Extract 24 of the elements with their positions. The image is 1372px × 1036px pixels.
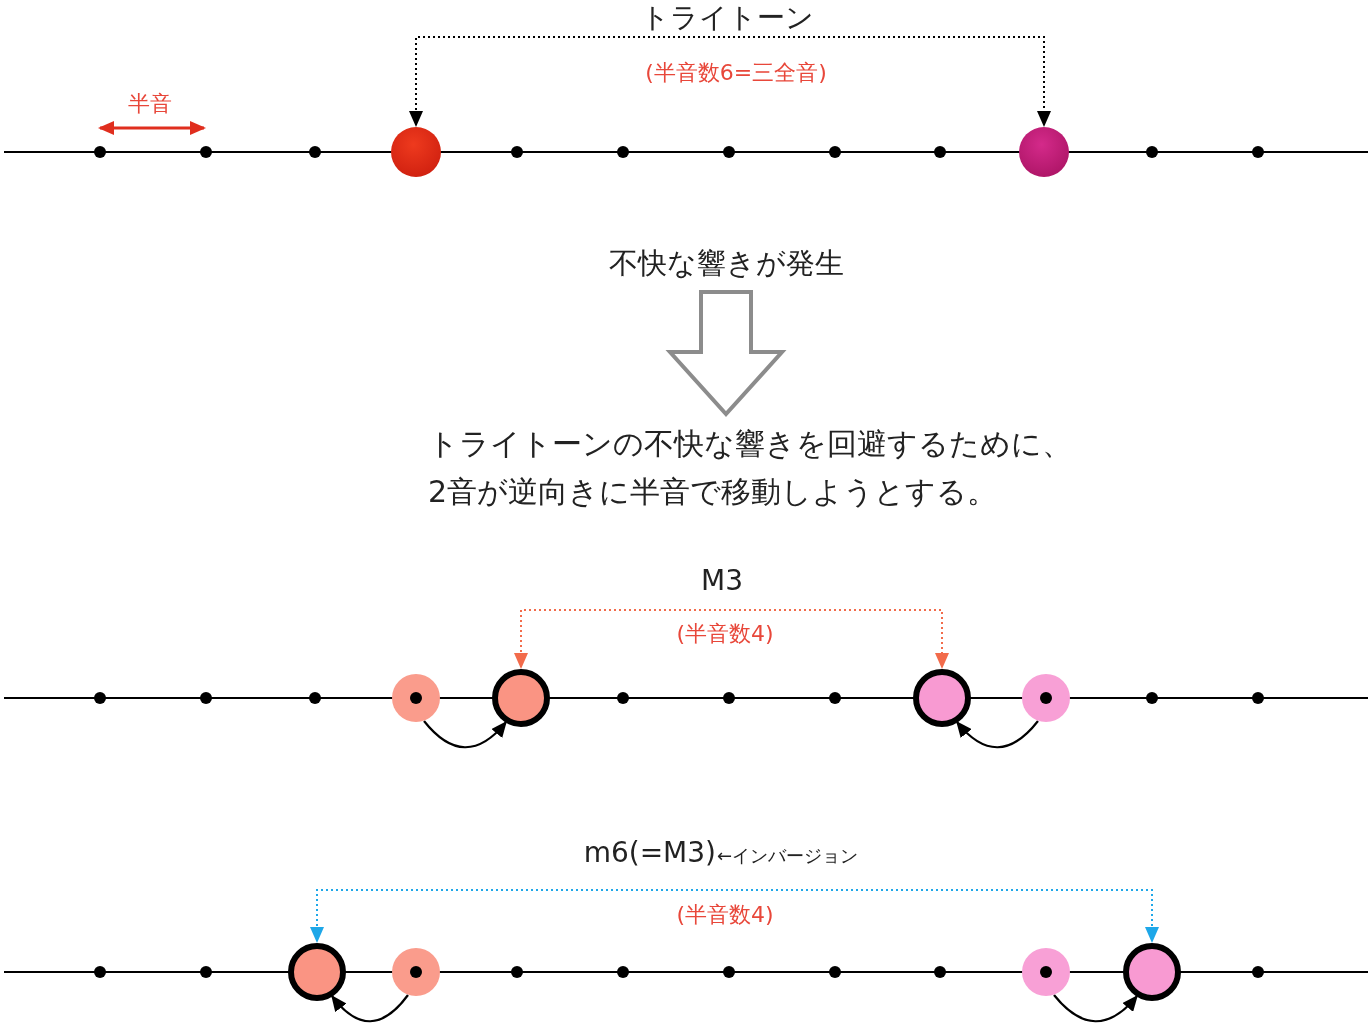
note-circle: [391, 127, 441, 177]
interval-bracket: [310, 889, 1159, 943]
note-circle: [913, 669, 971, 727]
curved-arrow: [956, 720, 1039, 749]
note-circle: [1123, 943, 1181, 1001]
curved-arrow: [1053, 994, 1138, 1023]
semitone-label: 半音: [128, 90, 172, 118]
semitone-count-label: (半音数6=三全音): [645, 59, 827, 87]
curved-arrow: [423, 720, 507, 749]
note-circle: [492, 669, 550, 727]
note-circle: [1022, 948, 1070, 996]
note-circle: [392, 674, 440, 722]
semitone-count-label: (半音数4): [676, 620, 774, 648]
note-circle: [1022, 674, 1070, 722]
note-circle: [392, 948, 440, 996]
interval-bracket: [409, 36, 1051, 127]
note-circle: [1019, 127, 1069, 177]
semitone-count-label: (半音数4): [676, 901, 774, 929]
heading-text: 不快な響きが発生: [586, 242, 866, 284]
explanation-text: トライトーンの不快な響きを回避するために、2音が逆向きに半音で移動しようとする。: [428, 420, 1078, 516]
hollow-arrow: [665, 290, 787, 417]
interval-bracket: [514, 609, 949, 669]
inversion-note: ←インバージョン: [717, 845, 859, 867]
curved-arrow: [331, 994, 409, 1023]
